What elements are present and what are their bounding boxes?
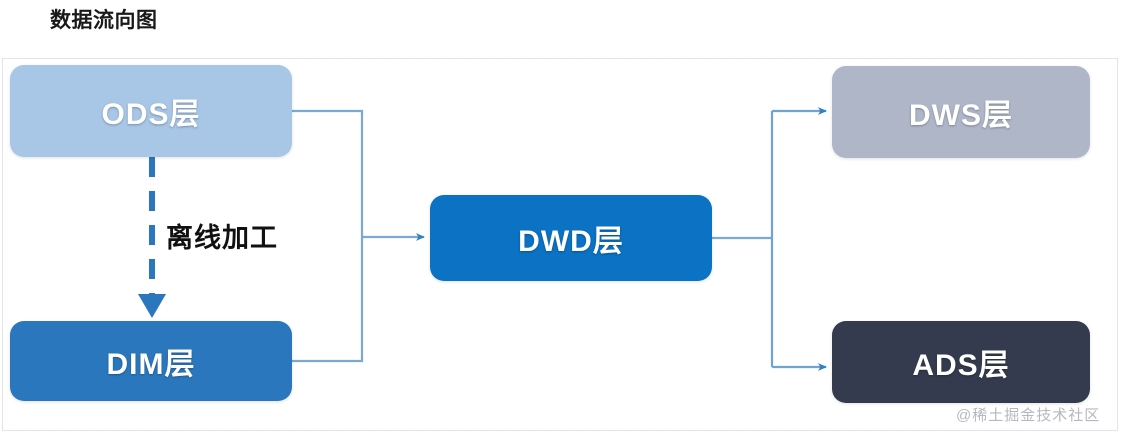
node-ads-label: ADS层 [912, 349, 1010, 382]
page-title: 数据流向图 [50, 9, 158, 32]
edge-label-offline-processing: 离线加工 [166, 223, 278, 253]
node-ods-label: ODS层 [101, 98, 201, 131]
watermark: @稀土掘金技术社区 [956, 407, 1101, 424]
node-dwd[interactable]: DWD层 [430, 195, 712, 281]
node-ads[interactable]: ADS层 [832, 321, 1090, 403]
node-dim-label: DIM层 [106, 348, 196, 381]
node-dim[interactable]: DIM层 [10, 321, 292, 401]
node-dws-label: DWS层 [909, 99, 1013, 132]
node-ods[interactable]: ODS层 [10, 65, 292, 157]
node-dws[interactable]: DWS层 [832, 66, 1090, 158]
node-dwd-label: DWD层 [518, 225, 624, 258]
